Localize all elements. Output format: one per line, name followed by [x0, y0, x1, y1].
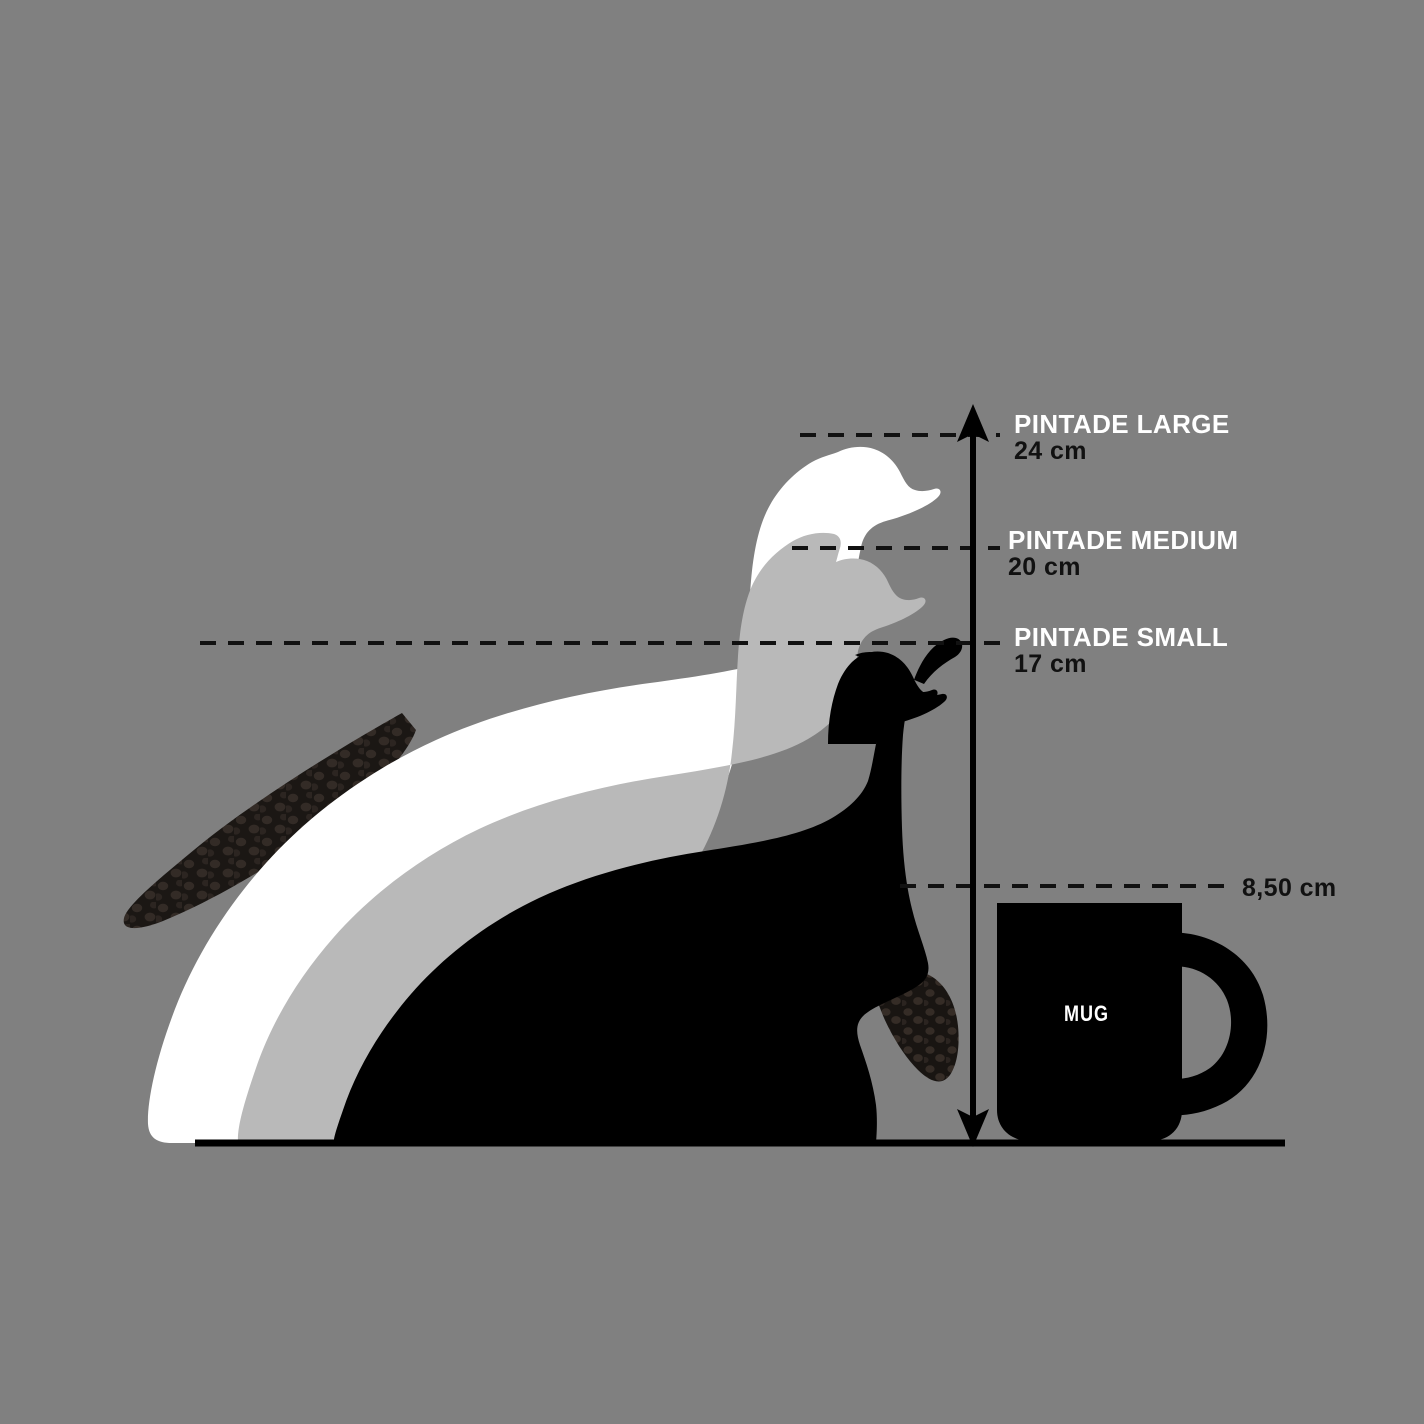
pintade-small-silhouette [333, 637, 963, 1143]
label-mug-height-value: 8,50 cm [1242, 874, 1337, 902]
height-axis-arrow [957, 404, 989, 1147]
label-pintade-large-title: PINTADE LARGE [1014, 409, 1230, 439]
label-pintade-large-value: 24 cm [1014, 437, 1087, 465]
label-pintade-small-title: PINTADE SMALL [1014, 622, 1229, 652]
label-pintade-medium-title: PINTADE MEDIUM [1008, 525, 1239, 555]
pintade-small-tail [876, 969, 959, 1082]
pintade-large-tail [123, 713, 416, 929]
pintade-small-head [828, 651, 947, 744]
mug-brand-text: MUG [1064, 1001, 1110, 1026]
label-pintade-medium-value: 20 cm [1008, 553, 1081, 581]
pintade-medium-silhouette [237, 532, 926, 1143]
mug-shape [997, 903, 1268, 1141]
label-pintade-small-value: 17 cm [1014, 650, 1087, 678]
